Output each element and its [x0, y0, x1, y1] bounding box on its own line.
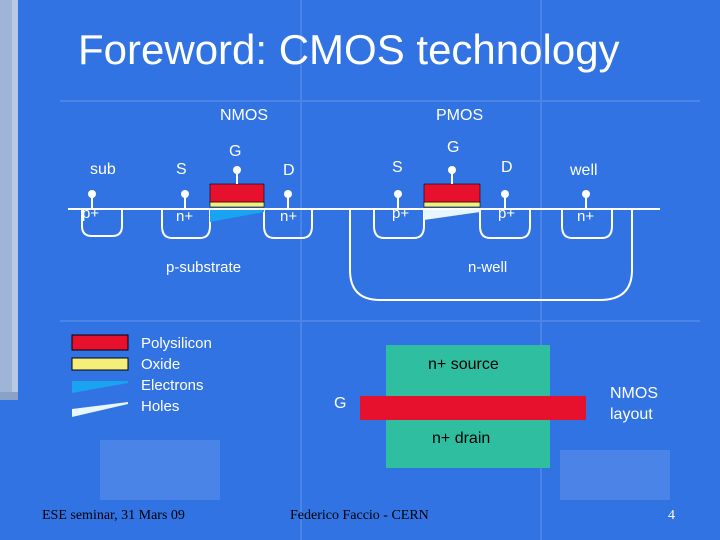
- sub-contact-diffusion: [81, 209, 123, 237]
- diffusion-nmos-source-label: n+: [176, 208, 194, 225]
- terminal-nmos-drain-label: D: [283, 162, 295, 179]
- diffusion-well-contact-label: n+: [577, 208, 595, 225]
- terminal-sub-label: sub: [90, 161, 116, 178]
- p-substrate-label: p-substrate: [166, 259, 242, 276]
- layout-polysilicon-gate: [360, 396, 586, 420]
- diffusion-sub-contact-label: p+: [82, 205, 100, 222]
- layout-caption-line2: layout: [610, 406, 653, 423]
- footer-author: Federico Faccio - CERN: [290, 508, 429, 523]
- legend-oxide-swatch: [71, 357, 129, 371]
- terminal-pmos-gate-label: G: [447, 139, 460, 156]
- pmos-hole-channel: [424, 210, 480, 220]
- legend-electrons-label: Electrons: [141, 377, 204, 394]
- legend-holes-label: Holes: [141, 398, 180, 415]
- diffusion-nmos-drain-label: n+: [280, 208, 298, 225]
- legend-electrons-swatch: [72, 381, 128, 393]
- left-edge-band: [0, 0, 12, 392]
- nmos-source-diffusion: [161, 209, 211, 239]
- pmos-gate-poly: [423, 183, 481, 203]
- legend-polysilicon-label: Polysilicon: [141, 335, 212, 352]
- footer-event: ESE seminar, 31 Mars 09: [42, 508, 185, 523]
- terminal-nmos-gate-label: G: [229, 143, 242, 160]
- terminal-pmos-source-label: S: [392, 159, 403, 176]
- pmos-gate-oxide: [423, 201, 481, 208]
- legend-holes-swatch: [72, 402, 128, 417]
- legend-oxide-label: Oxide: [141, 356, 181, 373]
- legend-polysilicon-swatch: [71, 334, 129, 351]
- pmos-drain-diffusion: [479, 209, 531, 239]
- n-well-label: n-well: [468, 259, 508, 276]
- layout-gate-label: G: [334, 395, 347, 412]
- diffusion-pmos-drain-label: p+: [498, 205, 516, 222]
- nmos-heading: NMOS: [220, 107, 268, 124]
- terminal-pmos-drain-label: D: [501, 159, 513, 176]
- layout-caption-line1: NMOS: [610, 385, 658, 402]
- pmos-heading: PMOS: [436, 107, 484, 124]
- well-contact-diffusion: [561, 209, 613, 239]
- nmos-gate-oxide: [209, 201, 265, 208]
- terminal-well-label: well: [570, 162, 598, 179]
- slide-title: Foreword: CMOS technology: [78, 26, 620, 73]
- layout-drain-label: n+ drain: [432, 430, 491, 447]
- nmos-drain-diffusion: [263, 209, 313, 239]
- terminal-nmos-source-label: S: [176, 161, 187, 178]
- pmos-source-diffusion: [373, 209, 425, 239]
- n-well-outline: [349, 209, 633, 301]
- diffusion-pmos-source-label: p+: [392, 205, 410, 222]
- nmos-electron-channel: [210, 210, 264, 222]
- layout-source-label: n+ source: [428, 356, 499, 373]
- slide-number: 4: [668, 508, 675, 523]
- nmos-gate-poly: [209, 183, 265, 203]
